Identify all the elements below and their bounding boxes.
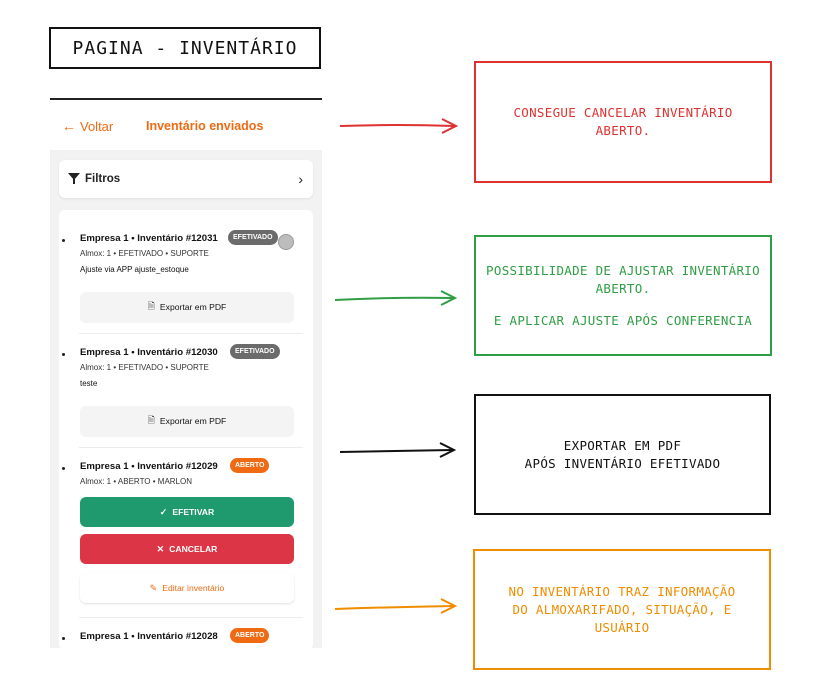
back-button[interactable]: ← Voltar — [62, 118, 113, 134]
status-badge: EFETIVADO — [230, 344, 280, 359]
bullet — [62, 467, 65, 470]
export-pdf-button[interactable]: 🗎 Exportar em PDF — [80, 292, 294, 322]
page-title: PAGINA - INVENTÁRIO — [49, 27, 321, 69]
item-title: Empresa 1 • Inventário #12028 — [80, 631, 218, 642]
header-title: Inventário enviados — [146, 119, 264, 133]
bullet — [62, 239, 65, 242]
chevron-right-icon: › — [298, 171, 303, 187]
annotation-green: POSSIBILIDADE DE AJUSTAR INVENTÁRIO ABER… — [474, 235, 772, 356]
list-item: Empresa 1 • Inventário #12031 EFETIVADO … — [59, 230, 313, 334]
arrow-green — [334, 290, 458, 306]
item-title: Empresa 1 • Inventário #12031 — [80, 233, 218, 244]
back-label: Voltar — [80, 118, 114, 134]
edit-icon: ✎ — [149, 582, 158, 593]
check-icon: ✓ — [159, 506, 168, 517]
bullet — [62, 353, 65, 356]
editar-button[interactable]: ✎ Editar inventário — [80, 573, 294, 603]
filters-bar[interactable]: Filtros › — [59, 160, 313, 198]
toggle-handle[interactable] — [278, 234, 294, 250]
x-icon: ✕ — [156, 543, 165, 554]
file-pdf-icon: 🗎 — [147, 301, 155, 311]
file-pdf-icon: 🗎 — [147, 415, 155, 425]
filters-label: Filtros — [85, 173, 121, 185]
arrow-black — [339, 442, 457, 458]
item-subtitle: Almox: 1 • EFETIVADO • SUPORTE — [80, 249, 209, 258]
bullet — [62, 637, 65, 640]
inventory-list: Empresa 1 • Inventário #12031 EFETIVADO … — [59, 210, 313, 648]
filter-icon — [68, 173, 80, 180]
arrow-left-icon: ← — [62, 118, 76, 134]
export-pdf-button[interactable]: 🗎 Exportar em PDF — [80, 406, 294, 436]
item-note: Ajuste via APP ajuste_estoque — [80, 265, 189, 274]
status-badge: ABERTO — [230, 458, 270, 473]
cancelar-button[interactable]: ✕ CANCELAR — [80, 534, 294, 564]
list-item: Empresa 1 • Inventário #12029 ABERTO Alm… — [59, 458, 313, 618]
content-panel: Filtros › Empresa 1 • Inventário #12031 … — [50, 150, 322, 648]
list-item: Empresa 1 • Inventário #12028 ABERTO — [59, 628, 313, 648]
annotation-black: EXPORTAR EM PDF APÓS INVENTÁRIO EFETIVAD… — [474, 394, 771, 515]
item-subtitle: Almox: 1 • EFETIVADO • SUPORTE — [80, 363, 209, 372]
status-badge: EFETIVADO — [228, 230, 278, 245]
item-title: Empresa 1 • Inventário #12029 — [80, 461, 218, 472]
app-screen: ← Voltar Inventário enviados Filtros › E… — [50, 98, 322, 648]
annotation-orange: NO INVENTÁRIO TRAZ INFORMAÇÃO DO ALMOXAR… — [473, 549, 771, 670]
arrow-orange — [334, 598, 458, 614]
item-title: Empresa 1 • Inventário #12030 — [80, 347, 218, 358]
annotation-red: CONSEGUE CANCELAR INVENTÁRIO ABERTO. — [474, 61, 772, 183]
item-subtitle: Almox: 1 • ABERTO • MARLON — [80, 477, 193, 486]
status-badge: ABERTO — [230, 628, 270, 643]
arrow-red — [339, 118, 459, 134]
list-item: Empresa 1 • Inventário #12030 EFETIVADO … — [59, 344, 313, 448]
app-header: ← Voltar Inventário enviados — [50, 108, 322, 144]
item-note: teste — [80, 379, 98, 388]
efetivar-button[interactable]: ✓ EFETIVAR — [80, 497, 294, 527]
divider — [50, 98, 322, 100]
